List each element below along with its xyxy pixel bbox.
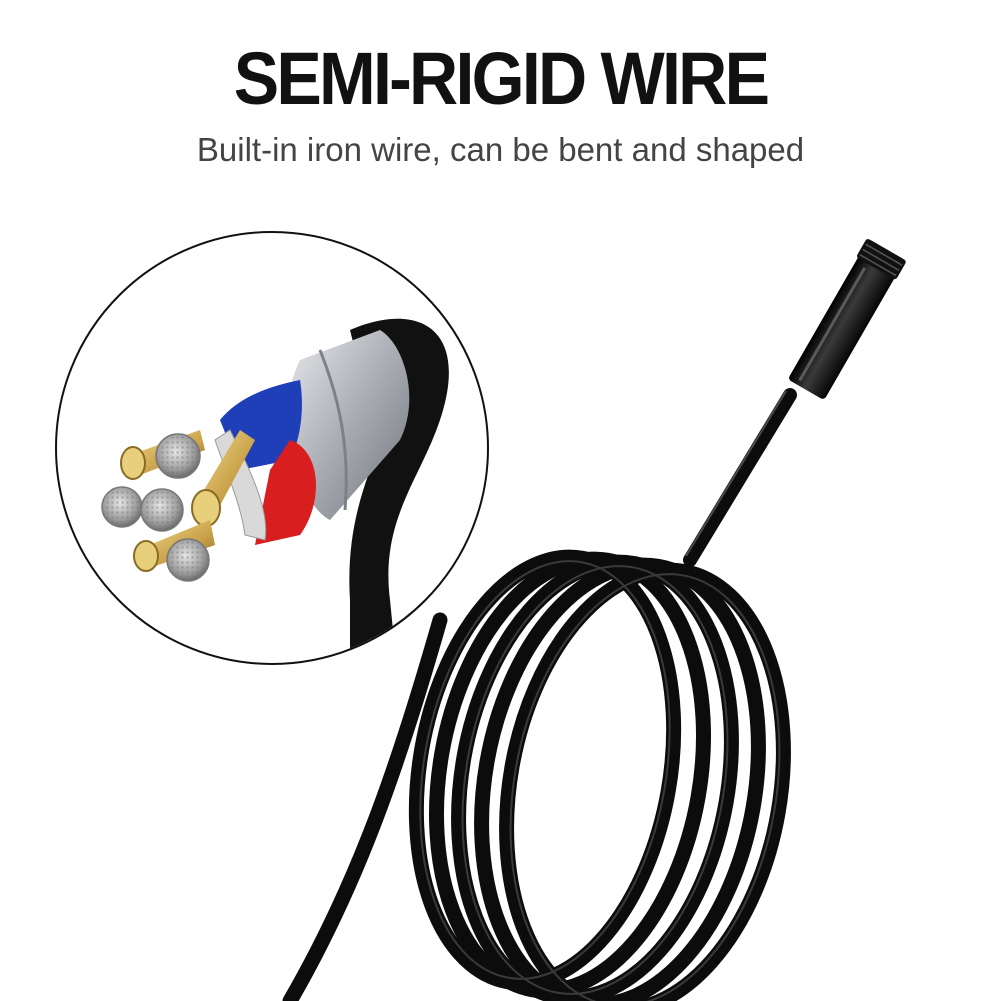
- stranded-wire-ends: [101, 433, 210, 582]
- cable-rise-highlight: [685, 390, 787, 557]
- cable-coil-highlights: [419, 560, 781, 1001]
- page-title: SEMI-RIGID WIRE: [233, 37, 770, 120]
- cable-coil: [408, 549, 791, 1001]
- foil-shield: [287, 330, 410, 520]
- copper-end-1: [191, 489, 221, 527]
- cable-lead: [282, 612, 448, 1001]
- copper-end-2: [120, 446, 146, 480]
- copper-end-3: [133, 540, 159, 572]
- outer-jacket: [349, 318, 449, 663]
- page-subtitle: Built-in iron wire, can be bent and shap…: [196, 131, 805, 168]
- cable-rise: [683, 388, 797, 567]
- insulation-red: [255, 440, 317, 545]
- camera-tip: [789, 239, 906, 399]
- cross-section-magnifier: [55, 231, 489, 665]
- foil-shield-edge: [318, 349, 348, 511]
